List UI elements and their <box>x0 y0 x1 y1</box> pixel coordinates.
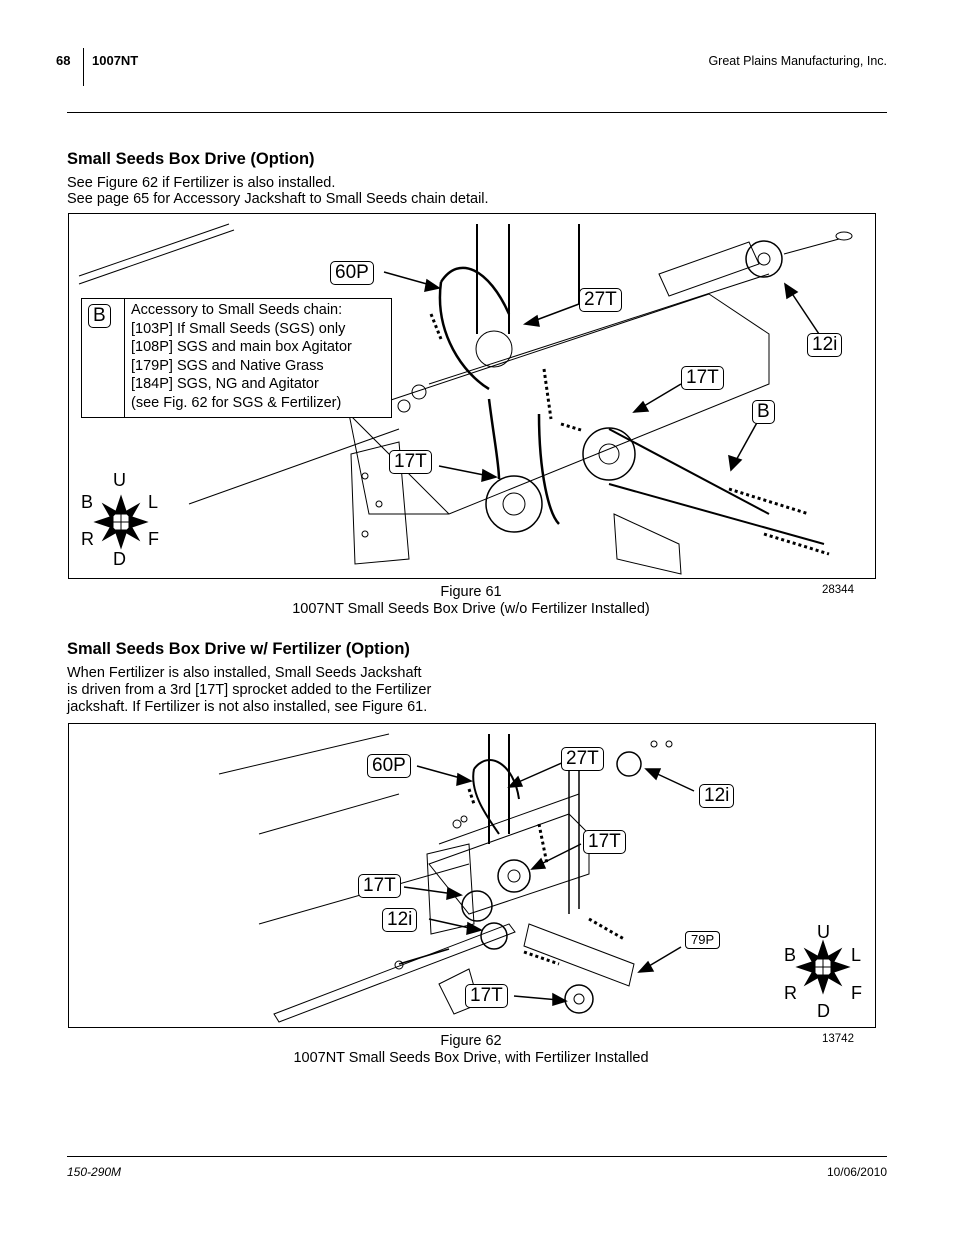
callout-60p: 60P <box>330 261 374 285</box>
model-name: 1007NT <box>92 53 139 68</box>
callout-12i-upper: 12i <box>699 784 735 808</box>
legend-line: [184P] SGS, NG and Agitator <box>131 376 319 393</box>
figure-62-label: Figure 62 <box>440 1033 502 1049</box>
compass-left: L <box>148 492 159 512</box>
doc-number: 150-290M <box>67 1165 122 1179</box>
section2-line-2: is driven from a 3rd [17T] sprocket adde… <box>67 682 432 698</box>
section-title-small-seeds: Small Seeds Box Drive (Option) <box>67 150 315 168</box>
callout-17t-right: 17T <box>583 830 626 854</box>
footer-rule <box>67 1156 887 1157</box>
figure-62-drawing <box>218 733 851 1023</box>
figure-61-drawing <box>78 223 853 575</box>
legend-table: B Accessory to Small Seeds chain: [103P]… <box>81 298 392 418</box>
callout-27t: 27T <box>561 747 604 771</box>
callout-12i-lower: 12i <box>382 908 418 932</box>
callout-17t-left: 17T <box>358 874 401 898</box>
figure-62-image-number: 13742 <box>822 1033 854 1045</box>
compass-down: D <box>817 1001 830 1021</box>
compass-left: L <box>851 945 862 965</box>
callout-27t: 27T <box>579 288 622 312</box>
legend-key-b: B <box>88 304 111 328</box>
legend-key-cell: B <box>82 299 125 417</box>
header-divider <box>83 48 84 86</box>
callout-79p: 79P <box>685 931 721 949</box>
compass-back: B <box>784 945 797 965</box>
compass-down: D <box>113 549 126 569</box>
legend-line: Accessory to Small Seeds chain: <box>131 302 343 318</box>
company-name: Great Plains Manufacturing, Inc. <box>708 54 887 68</box>
section2-line-1: When Fertilizer is also installed, Small… <box>67 665 422 681</box>
figure-62: 60P 27T 12i 17T 17T 12i 79P 17T U B L R … <box>68 723 876 1028</box>
section1-line-1: See Figure 62 if Fertilizer is also inst… <box>67 175 336 191</box>
callout-17t-upper: 17T <box>681 366 724 390</box>
compass-rear: R <box>81 529 94 549</box>
page-number: 68 <box>56 53 71 68</box>
figure-61-label: Figure 61 <box>440 584 502 600</box>
compass-up: U <box>113 470 126 490</box>
figure-61-caption: 1007NT Small Seeds Box Drive (w/o Fertil… <box>292 601 650 617</box>
compass-rear: R <box>784 983 797 1003</box>
callout-12i: 12i <box>807 333 843 357</box>
compass-front: F <box>851 983 862 1003</box>
callout-17t-lower: 17T <box>389 450 432 474</box>
figure-61: 60P 27T 12i 17T B 17T B Accessory to Sma… <box>68 213 876 579</box>
header-rule <box>67 112 887 113</box>
compass-up: U <box>817 922 830 942</box>
legend-line: [179P] SGS and Native Grass <box>131 357 324 374</box>
section-title-fertilizer: Small Seeds Box Drive w/ Fertilizer (Opt… <box>67 640 410 658</box>
section1-line-2: See page 65 for Accessory Jackshaft to S… <box>67 191 489 207</box>
legend-line: [103P] If Small Seeds (SGS) only <box>131 320 346 337</box>
legend-line: (see Fig. 62 for SGS & Fertilizer) <box>131 394 342 411</box>
compass-back: B <box>81 492 94 512</box>
callout-b: B <box>752 400 775 424</box>
revision-date: 10/06/2010 <box>826 1165 887 1179</box>
compass-front: F <box>148 529 159 549</box>
section2-line-3: jackshaft. If Fertilizer is not also ins… <box>67 699 428 715</box>
figure-62-caption: 1007NT Small Seeds Box Drive, with Ferti… <box>293 1050 649 1066</box>
legend-line: [108P] SGS and main box Agitator <box>131 339 352 356</box>
callout-60p: 60P <box>367 754 411 778</box>
legend-lines: Accessory to Small Seeds chain: [103P] I… <box>125 299 360 417</box>
callout-17t-bottom: 17T <box>465 984 508 1008</box>
figure-61-image-number: 28344 <box>822 584 854 596</box>
